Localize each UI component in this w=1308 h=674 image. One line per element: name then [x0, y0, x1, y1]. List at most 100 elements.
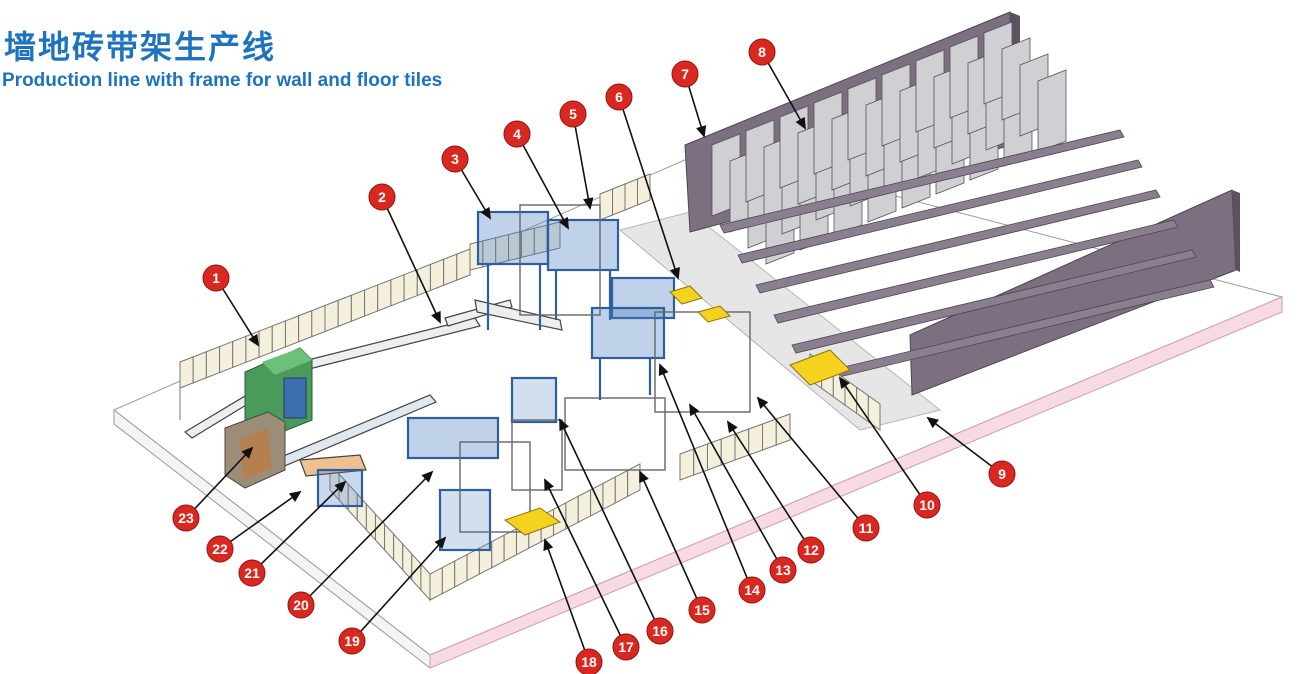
callout-marker-circle	[913, 491, 941, 519]
leader-arrowhead	[669, 267, 680, 280]
fence-panel	[443, 253, 458, 287]
leader-arrowhead	[926, 416, 939, 429]
callout-marker-label: 11	[859, 520, 874, 536]
callout-marker-circle	[287, 591, 315, 619]
leader-arrowhead	[795, 116, 806, 130]
fence-panel	[720, 433, 736, 466]
fence-panel	[205, 345, 221, 379]
fence-panel	[192, 350, 207, 384]
storage-rail	[791, 249, 1197, 354]
callout-marker-circle	[172, 504, 200, 532]
callout-marker-circle	[575, 648, 603, 674]
fence-panel	[775, 413, 791, 446]
callout-marker-circle	[748, 38, 776, 66]
callout-marker-circle	[769, 556, 797, 584]
leader-line	[757, 397, 867, 529]
fence-panel	[429, 258, 445, 292]
leader-line	[572, 113, 591, 209]
fence-panel	[416, 263, 431, 297]
leader-arrowhead	[543, 538, 554, 551]
leader-arrowhead	[248, 333, 260, 347]
safety-fences	[179, 173, 881, 602]
callout-marker-label: 23	[178, 510, 194, 526]
leader-line	[351, 537, 446, 642]
fence-panel	[867, 394, 881, 431]
leader-line	[689, 404, 784, 571]
callout-marker-label: 12	[803, 542, 819, 558]
callout-marker-label: 1	[212, 270, 220, 286]
fence-panel	[627, 463, 641, 498]
leader-line	[544, 479, 627, 648]
leader-line	[381, 196, 441, 323]
leader-line	[219, 491, 301, 550]
storage-rail	[755, 189, 1161, 294]
leader-arrowhead	[726, 420, 738, 434]
fence-panel	[748, 423, 763, 456]
leader-line	[516, 133, 569, 229]
callout-marker-label: 5	[569, 106, 577, 122]
fence-panel	[350, 289, 366, 322]
fence-panel	[311, 304, 326, 338]
leader-arrowhead	[558, 216, 569, 230]
leader-arrowhead	[756, 396, 769, 409]
loading-unit	[224, 411, 286, 489]
callout-marker-circle	[852, 514, 880, 542]
leader-line	[544, 539, 590, 663]
leader-arrowhead	[689, 403, 700, 417]
fence-panel	[403, 268, 418, 302]
callout-marker-label: 8	[758, 44, 766, 60]
leader-line	[300, 471, 433, 606]
leader-line	[251, 481, 346, 574]
leader-arrowhead	[241, 446, 254, 459]
storage-rail	[719, 129, 1125, 234]
leader-line	[927, 417, 1003, 475]
title-chinese: 墙地砖带架生产线	[4, 28, 277, 66]
leader-arrowhead	[288, 490, 302, 502]
fence-panel	[679, 448, 695, 481]
callout-marker-label: 20	[293, 597, 309, 613]
fence-panel	[456, 248, 471, 281]
rack-frame	[1037, 69, 1067, 153]
callout-marker-label: 19	[344, 633, 360, 649]
storage-rail	[773, 219, 1179, 324]
fence-panel	[707, 438, 722, 471]
fence-panel	[612, 183, 626, 216]
fence-panel	[258, 325, 273, 358]
fence-panel	[364, 284, 379, 317]
fence-panel	[284, 315, 300, 348]
callout-marker-label: 14	[744, 582, 760, 598]
fence-panel	[324, 299, 339, 333]
callout-marker-circle	[503, 120, 531, 148]
callout-marker-circle	[797, 536, 825, 564]
fence-panel	[693, 443, 708, 476]
gantry-frames	[459, 204, 751, 533]
leader-line	[659, 364, 753, 591]
callout-marker-label: 22	[212, 541, 228, 557]
callout-marker-circle	[441, 145, 469, 173]
fence-panel	[377, 279, 392, 312]
callout-marker-circle	[206, 535, 234, 563]
callout-marker-circle	[738, 576, 766, 604]
fence-panel	[637, 173, 651, 206]
leader-line	[639, 471, 703, 611]
leader-line	[761, 51, 806, 129]
leader-line	[185, 447, 253, 519]
rack-frames	[711, 21, 1067, 265]
callout-marker-label: 15	[694, 602, 710, 618]
leader-arrowhead	[431, 310, 441, 324]
leader-arrowhead	[583, 197, 594, 210]
fence-panel	[390, 273, 405, 307]
fence-panel	[599, 188, 613, 221]
callout-marker-circle	[559, 100, 587, 128]
leader-arrowhead	[696, 125, 707, 138]
fence-panel	[271, 320, 286, 353]
fence-panel	[762, 418, 777, 451]
fence-panel	[337, 294, 352, 328]
callout-leader-lines	[185, 51, 1003, 663]
callout-marker-circle	[671, 60, 699, 88]
callout-marker-label: 6	[615, 89, 623, 105]
storage-rail	[737, 159, 1143, 264]
callout-marker-label: 10	[919, 497, 935, 513]
